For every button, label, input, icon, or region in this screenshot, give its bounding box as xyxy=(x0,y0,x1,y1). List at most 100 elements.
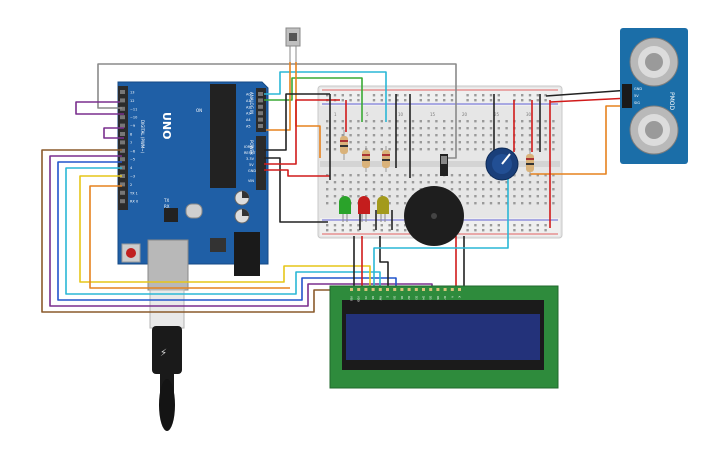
lcd-pin[interactable] xyxy=(429,288,433,291)
bb-hole[interactable] xyxy=(333,174,337,177)
bb-hole[interactable] xyxy=(372,174,376,177)
header-pin[interactable] xyxy=(258,111,263,116)
bb-rail-hole[interactable] xyxy=(388,224,391,227)
bb-hole[interactable] xyxy=(396,195,399,198)
bb-hole[interactable] xyxy=(450,134,454,137)
bb-hole[interactable] xyxy=(482,202,485,205)
bb-hole[interactable] xyxy=(365,127,368,130)
bb-rail-hole[interactable] xyxy=(528,224,532,227)
bb-hole[interactable] xyxy=(388,174,391,177)
bb-hole[interactable] xyxy=(552,181,555,184)
bb-hole[interactable] xyxy=(474,202,477,205)
bb-rail-hole[interactable] xyxy=(349,99,352,102)
bb-hole[interactable] xyxy=(482,181,485,184)
bb-hole[interactable] xyxy=(497,141,500,144)
bb-hole[interactable] xyxy=(489,181,493,184)
bb-hole[interactable] xyxy=(489,188,493,191)
bb-hole[interactable] xyxy=(482,120,485,123)
bb-hole[interactable] xyxy=(466,195,469,198)
bb-hole[interactable] xyxy=(544,141,547,144)
bb-hole[interactable] xyxy=(404,148,407,151)
bb-rail-hole[interactable] xyxy=(349,229,352,232)
bb-rail-hole[interactable] xyxy=(427,94,430,97)
bb-rail-hole[interactable] xyxy=(544,229,547,232)
bb-hole[interactable] xyxy=(388,202,391,205)
bb-hole[interactable] xyxy=(482,127,485,130)
bb-hole[interactable] xyxy=(411,127,415,130)
bb-hole[interactable] xyxy=(396,202,399,205)
bb-hole[interactable] xyxy=(474,148,477,151)
bb-rail-hole[interactable] xyxy=(489,224,493,227)
bb-rail-hole[interactable] xyxy=(482,224,485,227)
bb-rail-hole[interactable] xyxy=(357,229,360,232)
bb-rail-hole[interactable] xyxy=(419,94,422,97)
header-pin[interactable] xyxy=(120,199,125,204)
bb-rail-hole[interactable] xyxy=(404,94,407,97)
bb-rail-hole[interactable] xyxy=(497,99,500,102)
bb-hole[interactable] xyxy=(458,188,461,191)
bb-hole[interactable] xyxy=(388,181,391,184)
bb-hole[interactable] xyxy=(380,181,383,184)
bb-hole[interactable] xyxy=(513,174,516,177)
bb-hole[interactable] xyxy=(388,188,391,191)
bb-hole[interactable] xyxy=(482,188,485,191)
bb-rail-hole[interactable] xyxy=(372,229,376,232)
bb-hole[interactable] xyxy=(443,148,446,151)
bb-hole[interactable] xyxy=(326,195,329,198)
bb-hole[interactable] xyxy=(349,188,352,191)
bb-hole[interactable] xyxy=(474,181,477,184)
bb-hole[interactable] xyxy=(536,195,539,198)
bb-hole[interactable] xyxy=(388,127,391,130)
bb-hole[interactable] xyxy=(458,174,461,177)
bb-rail-hole[interactable] xyxy=(380,224,383,227)
lcd-pin[interactable] xyxy=(422,288,425,291)
bb-hole[interactable] xyxy=(411,188,415,191)
lcd-pin[interactable] xyxy=(407,288,411,291)
bb-hole[interactable] xyxy=(552,141,555,144)
bb-hole[interactable] xyxy=(474,120,477,123)
bb-rail-hole[interactable] xyxy=(474,224,477,227)
bb-hole[interactable] xyxy=(427,127,430,130)
potentiometer[interactable] xyxy=(485,147,519,181)
bb-hole[interactable] xyxy=(513,188,516,191)
bb-rail-hole[interactable] xyxy=(489,99,493,102)
bb-hole[interactable] xyxy=(326,181,329,184)
bb-hole[interactable] xyxy=(528,188,532,191)
bb-hole[interactable] xyxy=(372,127,376,130)
bb-hole[interactable] xyxy=(333,148,337,151)
bb-hole[interactable] xyxy=(536,188,539,191)
bb-hole[interactable] xyxy=(326,148,329,151)
bb-hole[interactable] xyxy=(419,174,422,177)
bb-hole[interactable] xyxy=(521,127,524,130)
bb-hole[interactable] xyxy=(458,148,461,151)
header-pin[interactable] xyxy=(120,165,125,170)
bb-hole[interactable] xyxy=(536,127,539,130)
bb-rail-hole[interactable] xyxy=(341,229,344,232)
bb-hole[interactable] xyxy=(497,188,500,191)
bb-rail-hole[interactable] xyxy=(388,94,391,97)
bb-rail-hole[interactable] xyxy=(333,224,337,227)
bb-hole[interactable] xyxy=(474,188,477,191)
bb-hole[interactable] xyxy=(521,202,524,205)
bb-hole[interactable] xyxy=(365,195,368,198)
bb-rail-hole[interactable] xyxy=(544,99,547,102)
bb-hole[interactable] xyxy=(528,134,532,137)
lcd-pin[interactable] xyxy=(414,288,418,291)
bb-rail-hole[interactable] xyxy=(544,94,547,97)
bb-hole[interactable] xyxy=(513,181,516,184)
bb-rail-hole[interactable] xyxy=(372,99,376,102)
bb-hole[interactable] xyxy=(396,127,399,130)
bb-hole[interactable] xyxy=(333,202,337,205)
bb-hole[interactable] xyxy=(544,174,547,177)
bb-hole[interactable] xyxy=(536,148,539,151)
lcd-pin[interactable] xyxy=(386,288,389,291)
bb-hole[interactable] xyxy=(341,195,344,198)
bb-hole[interactable] xyxy=(505,120,508,123)
bb-hole[interactable] xyxy=(544,202,547,205)
bb-hole[interactable] xyxy=(341,181,344,184)
bb-rail-hole[interactable] xyxy=(372,94,376,97)
bb-hole[interactable] xyxy=(552,202,555,205)
bb-rail-hole[interactable] xyxy=(528,229,532,232)
bb-hole[interactable] xyxy=(505,134,508,137)
bb-hole[interactable] xyxy=(341,174,344,177)
